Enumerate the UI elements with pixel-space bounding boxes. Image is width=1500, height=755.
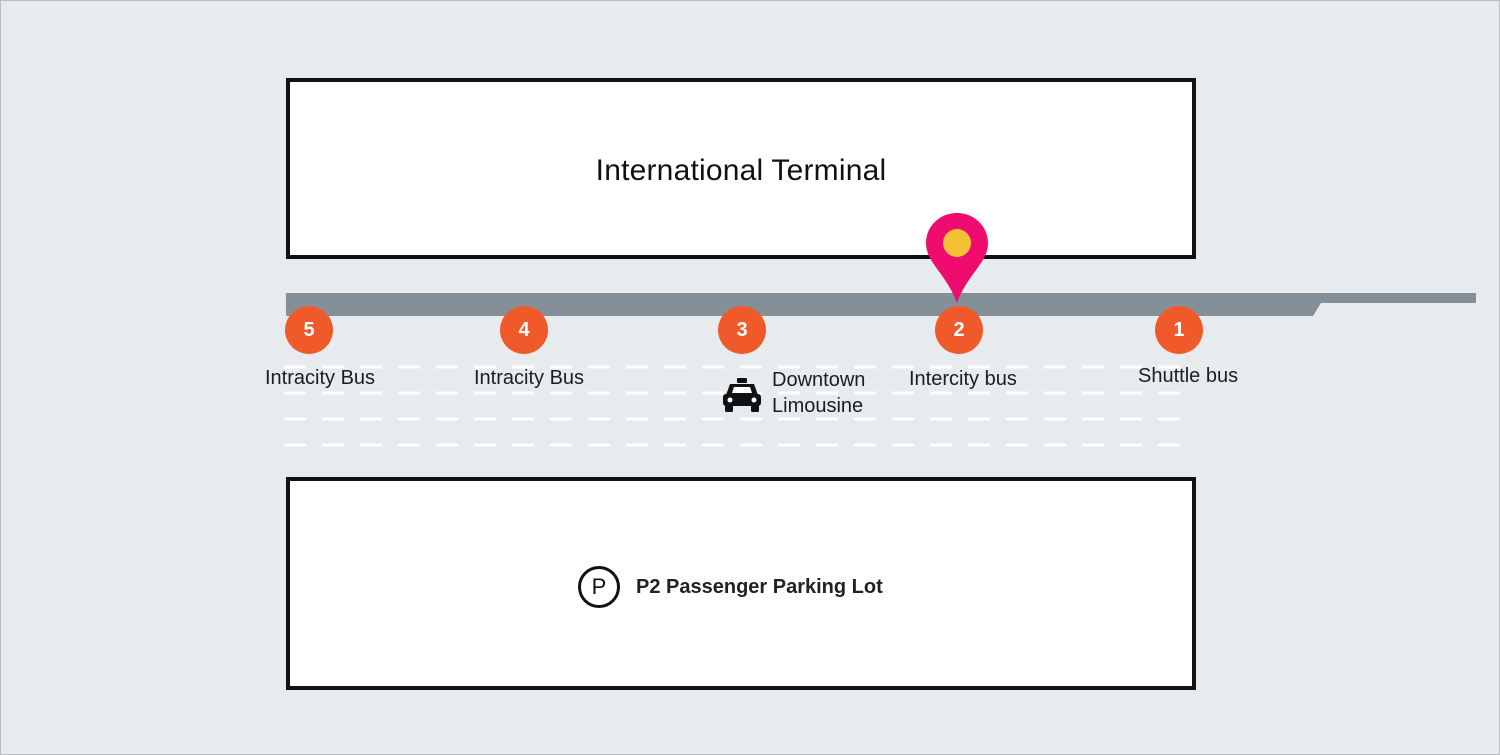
stop-3-label-line1: Downtown bbox=[772, 369, 866, 391]
taxi-icon bbox=[723, 378, 761, 412]
terminal-name: International Terminal bbox=[595, 154, 887, 187]
parking-name: P2 Passenger Parking Lot bbox=[636, 575, 883, 598]
stop-4-marker[interactable]: 4 bbox=[500, 306, 548, 354]
stop-1-marker[interactable]: 1 bbox=[1155, 306, 1203, 354]
stop-5-marker[interactable]: 5 bbox=[285, 306, 333, 354]
terminal-building: International Terminal bbox=[286, 78, 1196, 259]
parking-label: P P2 Passenger Parking Lot bbox=[578, 566, 883, 608]
curb-road bbox=[286, 293, 1476, 316]
stop-5-label: Intracity Bus bbox=[265, 367, 376, 389]
stop-2-marker[interactable]: 2 bbox=[935, 306, 983, 354]
stop-4-label: Intracity Bus bbox=[474, 367, 585, 389]
stop-2-label: Intercity bus bbox=[909, 368, 1017, 390]
stop-3-label: Downtown Limousine bbox=[772, 367, 865, 419]
stop-3-marker[interactable]: 3 bbox=[718, 306, 766, 354]
stop-1-label: Shuttle bus bbox=[1138, 365, 1239, 387]
location-pin-icon[interactable] bbox=[923, 211, 991, 307]
parking-icon: P bbox=[578, 566, 620, 608]
parking-lot-building: P P2 Passenger Parking Lot bbox=[286, 477, 1196, 690]
stop-3-label-line2: Limousine bbox=[772, 395, 864, 417]
